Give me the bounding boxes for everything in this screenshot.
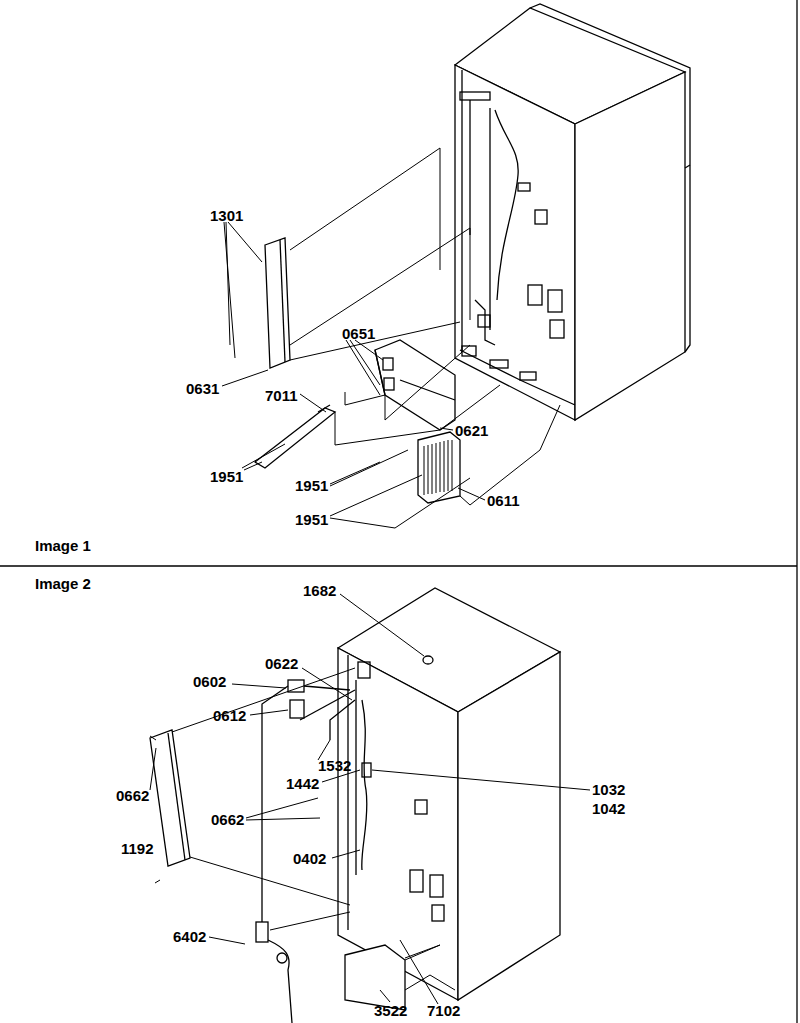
callout-number: 3522 [374,1003,407,1019]
assembly-lines [290,148,560,528]
callout-number: 0611 [487,493,520,509]
wiring-harness [256,680,350,1023]
image-caption: Image 2 [35,576,91,592]
rear-panel-part [150,730,190,866]
callout-number: 1951 [295,478,328,494]
callout-number: 0651 [342,326,375,342]
callout-number: 1951 [210,469,243,485]
frame-line [796,0,797,1023]
refrigerator-cabinet [300,588,560,1000]
callout-number: 1192 [121,841,154,857]
leader-lines [222,222,485,528]
callout-number: 0662 [116,788,149,804]
callout-number: 7102 [427,1003,460,1019]
divider-line [0,565,797,566]
callout-number: 0612 [213,708,246,724]
rear-panel-part [265,238,290,368]
image-caption: Image 1 [35,538,91,554]
callout-number: 0621 [455,423,488,439]
duct-plate [255,405,335,468]
grille-part [418,432,460,503]
refrigerator-cabinet [455,4,690,420]
callout-number: 0402 [293,851,326,867]
callout-number: 0631 [186,381,219,397]
callout-number: 1532 [318,758,351,774]
assembly-lines [172,668,455,990]
machine-compartment-cover [375,340,455,430]
callout-number: 1682 [303,583,336,599]
callout-number: 1951 [295,512,328,528]
callout-number: 1032 [592,782,625,798]
callout-number: 7011 [265,388,298,404]
callout-number: 1301 [210,208,243,224]
callout-number: 0622 [265,656,298,672]
shield-part [345,945,405,1010]
callout-number: 1042 [592,801,625,817]
callout-number: 1442 [286,776,319,792]
callout-number: 0602 [193,674,226,690]
callout-number: 6402 [173,929,206,945]
leader-lines [150,594,590,1004]
callout-number: 0662 [211,812,244,828]
